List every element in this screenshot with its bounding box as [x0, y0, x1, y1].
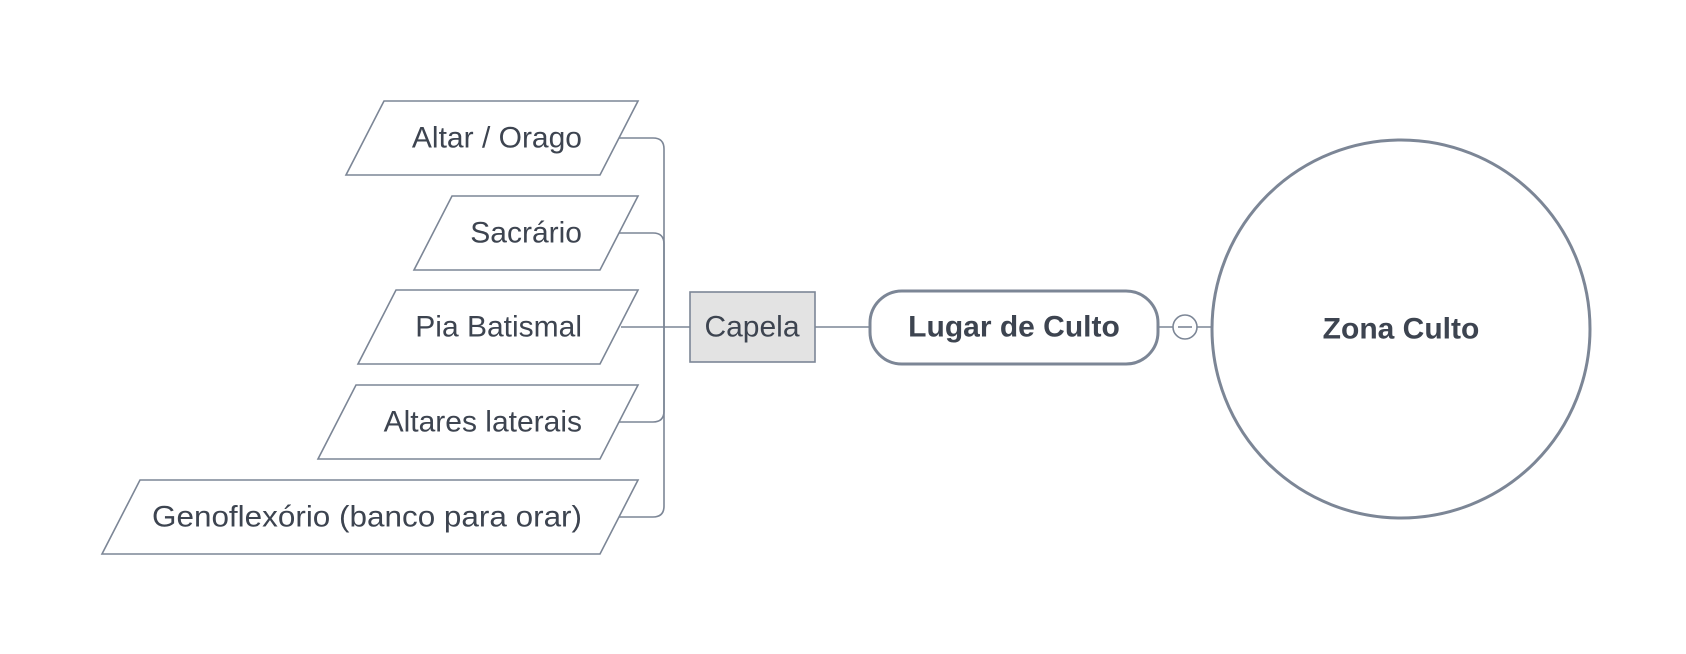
- leaf-topic-label: Pia Batismal: [415, 311, 582, 344]
- minus-circle-icon[interactable]: [1172, 314, 1198, 340]
- leaf-topic-label: Altar / Orago: [412, 122, 582, 155]
- central-topic-zona-culto[interactable]: Zona Culto: [1210, 138, 1592, 520]
- leaf-topic-altares-laterais[interactable]: Altares laterais: [316, 384, 640, 460]
- leaf-topic-label: Sacrário: [470, 217, 582, 250]
- leaf-topic-label: Genoflexório (banco para orar): [152, 501, 582, 534]
- subtopic-capela[interactable]: Capela: [689, 291, 816, 363]
- subtopic-label: Capela: [704, 311, 799, 344]
- connector-genoflexorio: [617, 325, 665, 518]
- leaf-topic-label: Altares laterais: [384, 406, 582, 439]
- main-topic-box: [868, 289, 1160, 366]
- leaf-topic-shape: [316, 384, 640, 460]
- leaf-topic-shape: [344, 100, 640, 176]
- central-topic-circle: [1210, 138, 1592, 520]
- leaf-topic-pia-batismal[interactable]: Pia Batismal: [356, 289, 640, 365]
- main-topic-label: Lugar de Culto: [908, 311, 1120, 344]
- connectors: [617, 137, 1212, 518]
- leaf-topic-shape: [356, 289, 640, 365]
- leaf-topic-genoflexorio[interactable]: Genoflexório (banco para orar): [100, 479, 640, 555]
- subtopic-box: [689, 291, 816, 363]
- central-topic-label: Zona Culto: [1323, 313, 1480, 346]
- leaf-topic-shape: [100, 479, 640, 555]
- connector-altar-orago: [617, 137, 665, 325]
- leaf-topic-shape: [412, 195, 640, 271]
- leaf-topic-sacrario[interactable]: Sacrário: [412, 195, 640, 271]
- connector-sacrario: [617, 232, 665, 325]
- leaf-topic-altar-orago[interactable]: Altar / Orago: [344, 100, 640, 176]
- main-topic-lugar-de-culto[interactable]: Lugar de Culto: [868, 289, 1160, 366]
